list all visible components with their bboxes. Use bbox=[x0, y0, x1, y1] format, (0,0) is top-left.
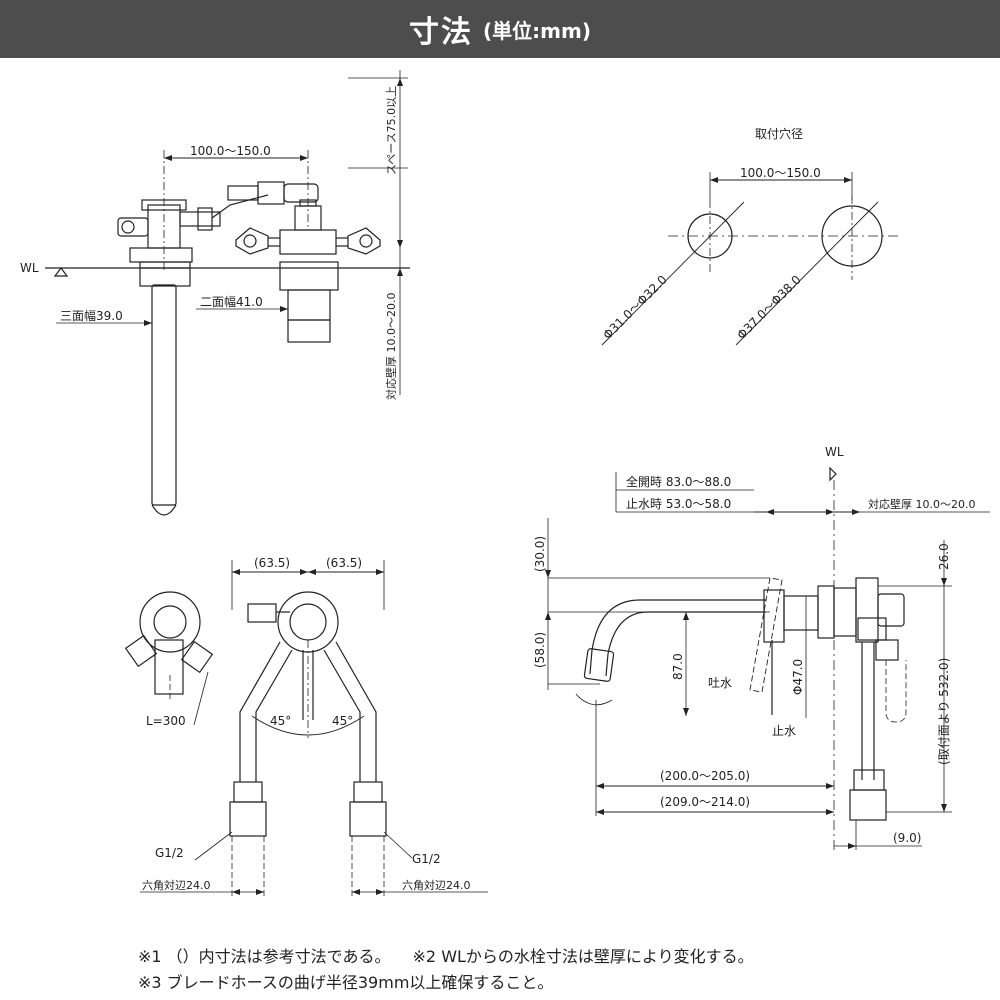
page-title: 寸法 bbox=[409, 15, 474, 50]
wl-label-side: WL bbox=[825, 445, 844, 459]
g-right: G1/2 bbox=[412, 852, 441, 866]
footnote-row-2: ※3 ブレードホースの曲げ半径39mm以上確保すること。 bbox=[138, 970, 988, 996]
dim-209: (209.0〜214.0) bbox=[660, 795, 750, 809]
dim-58: (58.0) bbox=[533, 632, 547, 668]
hex-left: 六角対辺24.0 bbox=[142, 878, 211, 892]
dim-hole-left: Φ31.0〜Φ32.0 bbox=[600, 273, 670, 343]
footnote-3: ※3 ブレードホースの曲げ半径39mm以上確保すること。 bbox=[138, 973, 554, 992]
angle-left: 45° bbox=[270, 714, 291, 728]
dim-635-right: (63.5) bbox=[326, 556, 362, 570]
side-view: WL 全開時 83.0〜88.0 止水時 53.0〜58.0 対応壁厚 10.0… bbox=[533, 445, 990, 850]
dim-532: (取付面より 532.0) bbox=[937, 658, 951, 765]
spout-stop: 止水 bbox=[772, 724, 796, 738]
footnote-2: ※2 WLからの水栓寸法は壁厚により変化する。 bbox=[412, 947, 754, 966]
footnotes: ※1 （）内寸法は参考寸法である。 ※2 WLからの水栓寸法は壁厚により変化する。… bbox=[138, 944, 988, 996]
holes-title: 取付穴径 bbox=[755, 126, 803, 141]
header-bar: 寸法 (単位:mm) bbox=[0, 0, 1000, 58]
footnote-1: ※1 （）内寸法は参考寸法である。 bbox=[138, 947, 391, 966]
dim-87: 87.0 bbox=[671, 653, 685, 680]
mounting-holes-view: 取付穴径 100.0〜150.0 Φ31.0〜Φ32.0 Φ37.0〜Φ38.0 bbox=[600, 126, 900, 346]
bottom-view: L=300 45° 45° (63.5) (63.5) bbox=[124, 556, 488, 896]
wl-label-front: WL bbox=[20, 261, 39, 275]
dim-stop: 止水時 53.0〜58.0 bbox=[626, 497, 731, 511]
dim-30: (30.0) bbox=[533, 536, 547, 572]
dim-two-face: 二面幅41.0 bbox=[200, 294, 263, 309]
dim-space: スペース75.0以上 bbox=[385, 86, 398, 175]
g-left: G1/2 bbox=[155, 846, 184, 860]
dim-200: (200.0〜205.0) bbox=[660, 769, 750, 783]
dim-635-left: (63.5) bbox=[254, 556, 290, 570]
angle-right: 45° bbox=[332, 714, 353, 728]
spout-open: 吐水 bbox=[708, 676, 732, 690]
dim-three-face: 三面幅39.0 bbox=[60, 308, 123, 323]
dim-full-open: 全開時 83.0〜88.0 bbox=[626, 474, 731, 489]
dim-wall-front: 対応壁厚 10.0〜20.0 bbox=[384, 293, 398, 400]
dim-wall-side: 対応壁厚 10.0〜20.0 bbox=[868, 497, 975, 511]
dim-hole-spacing: 100.0〜150.0 bbox=[740, 166, 821, 180]
hose-length: L=300 bbox=[146, 714, 186, 728]
footnote-row-1: ※1 （）内寸法は参考寸法である。 ※2 WLからの水栓寸法は壁厚により変化する。 bbox=[138, 944, 988, 970]
front-view: WL bbox=[20, 70, 410, 516]
hex-right: 六角対辺24.0 bbox=[402, 878, 471, 892]
dim-9: (9.0) bbox=[893, 831, 921, 845]
dim-width-top: 100.0〜150.0 bbox=[190, 144, 271, 158]
dimension-drawing: WL bbox=[20, 70, 990, 896]
dim-26: 26.0 bbox=[937, 543, 951, 570]
dim-47: Φ47.0 bbox=[791, 659, 805, 695]
unit-label: (単位:mm) bbox=[483, 18, 591, 43]
dim-hole-right: Φ37.0〜Φ38.0 bbox=[734, 273, 804, 343]
